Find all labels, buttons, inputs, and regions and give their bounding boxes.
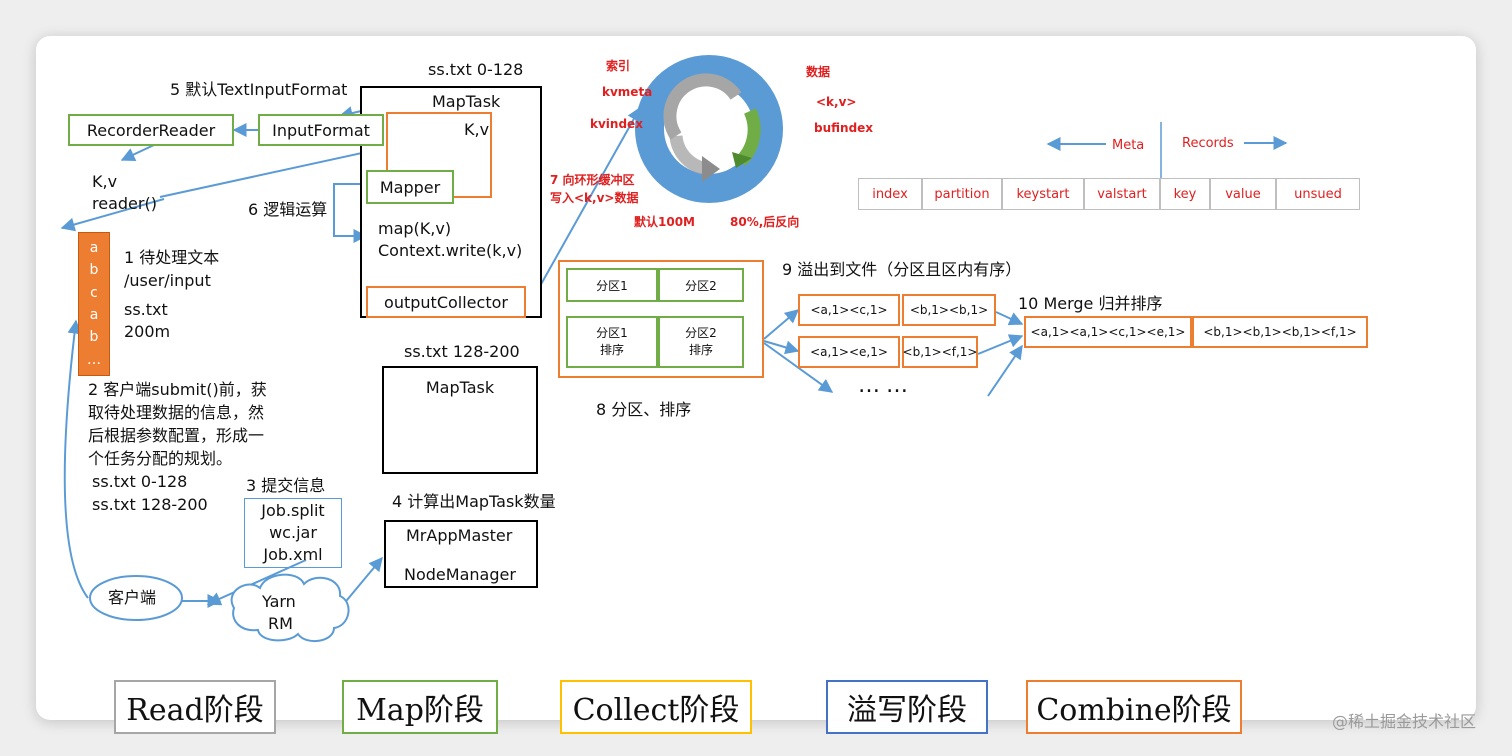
- step4-label: 4 计算出MapTask数量: [392, 492, 556, 511]
- mr-app-master-label: MrAppMaster: [406, 526, 513, 545]
- step1-line2: /user/input: [124, 271, 211, 290]
- more-spills-ellipsis: ……: [858, 373, 914, 398]
- record-cell-key: key: [1160, 178, 1210, 210]
- spill2-partition1: <a,1><e,1>: [798, 336, 900, 368]
- maptask1-title: MapTask: [432, 92, 501, 111]
- partition1-sorted-label: 分区1: [596, 326, 628, 340]
- step1-line4: 200m: [124, 322, 171, 341]
- rm-label: RM: [268, 614, 293, 633]
- map-code-line2: Context.write(k,v): [378, 241, 523, 260]
- split-line1: ss.txt 0-128: [92, 472, 188, 491]
- logic-op-label: 6 逻辑运算: [248, 200, 328, 219]
- ring-buffer: [635, 55, 783, 203]
- ring-kvmeta-label: kvmeta: [602, 85, 653, 99]
- file-char: a: [89, 240, 99, 257]
- connector-layer: [60, 55, 1288, 643]
- job-split-file: Job.split: [261, 501, 325, 520]
- yarn-label: Yarn: [262, 592, 296, 611]
- meta-cell-partition: partition: [922, 178, 1002, 210]
- step2-line4: 个任务分配的规划。: [88, 449, 233, 468]
- step9-label: 9 溢出到文件（分区且区内有序）: [782, 260, 1022, 279]
- maptask1-file-label: ss.txt 0-128: [428, 60, 524, 79]
- partition2-box: 分区2: [658, 268, 744, 302]
- records-label: Records: [1182, 136, 1234, 151]
- step2-line2: 取待处理数据的信息，然: [88, 403, 265, 422]
- partition2-sorted-suffix: 排序: [688, 343, 713, 357]
- reverse-80-label: 80%,后反向: [730, 215, 800, 229]
- partition1-box: 分区1: [566, 268, 658, 302]
- ring-index-label: 索引: [606, 59, 631, 73]
- spill2-partition2: <b,1><f,1>: [902, 336, 978, 368]
- reader-call-label: reader(): [92, 194, 157, 213]
- stage-combine: Combine阶段: [1026, 680, 1242, 734]
- step7-line1: 7 向环形缓冲区: [550, 173, 635, 187]
- split-line2: ss.txt 128-200: [92, 495, 208, 514]
- meta-label: Meta: [1112, 138, 1145, 153]
- step3-label: 3 提交信息: [246, 476, 326, 495]
- meta-cell-keystart: keystart: [1002, 178, 1084, 210]
- ring-kvindex-label: kvindex: [590, 117, 643, 131]
- map-code-line1: map(K,v): [378, 219, 452, 238]
- maptask2-box: MapTask: [382, 366, 538, 474]
- file-char: c: [90, 284, 98, 301]
- watermark: @稀土掘金技术社区: [1332, 712, 1477, 731]
- ring-kv-label: <k,v>: [816, 95, 857, 109]
- recorder-reader-box: RecorderReader: [68, 114, 234, 146]
- output-collector-box: outputCollector: [366, 286, 526, 318]
- maptask2-file-label: ss.txt 128-200: [404, 342, 520, 361]
- yarn-cloud: [230, 573, 350, 643]
- file-char: b: [89, 329, 99, 346]
- step10-label: 10 Merge 归并排序: [1018, 294, 1163, 313]
- record-cell-unsued: unsued: [1276, 178, 1360, 210]
- meta-cell-index: index: [858, 178, 922, 210]
- record-cell-value: value: [1210, 178, 1276, 210]
- meta-records-table: index partition keystart valstart key va…: [858, 178, 1360, 210]
- partition2-sorted-label: 分区2: [685, 326, 717, 340]
- stage-spill: 溢写阶段: [826, 680, 988, 734]
- merged-partition1: <a,1><a,1><c,1><e,1>: [1024, 316, 1192, 348]
- mapper-box: Mapper: [366, 170, 454, 204]
- merged-partition2: <b,1><b,1><b,1><f,1>: [1192, 316, 1368, 348]
- input-file-block: a b c a b …: [78, 232, 110, 376]
- kv-left-label: K,v: [92, 172, 118, 191]
- job-files-box: Job.split wc.jar Job.xml: [244, 498, 342, 568]
- partition1-sorted-suffix: 排序: [599, 343, 624, 357]
- partition1-sorted-box: 分区1 排序: [566, 316, 658, 368]
- step2-line3: 后根据参数配置，形成一: [88, 426, 265, 445]
- step1-line1: 1 待处理文本: [124, 248, 220, 267]
- spill1-partition2: <b,1><b,1>: [902, 294, 996, 326]
- default-100m-label: 默认100M: [634, 215, 695, 229]
- job-xml-file: Job.xml: [263, 545, 323, 564]
- partition2-sorted-box: 分区2 排序: [658, 316, 744, 368]
- client-label: 客户端: [108, 588, 157, 607]
- default-textinputformat-label: 5 默认TextInputFormat: [170, 80, 348, 99]
- input-format-box: InputFormat: [258, 114, 384, 146]
- node-manager-label: NodeManager: [404, 565, 516, 584]
- ring-data-label: 数据: [806, 65, 831, 79]
- stage-map: Map阶段: [342, 680, 498, 734]
- wc-jar-file: wc.jar: [269, 523, 317, 542]
- file-char: a: [89, 307, 99, 324]
- ring-bufindex-label: bufindex: [814, 121, 874, 135]
- file-char: b: [89, 262, 99, 279]
- file-char: …: [87, 351, 101, 368]
- step2-line1: 2 客户端submit()前，获: [88, 380, 267, 399]
- kv-top-label: K,v: [464, 120, 490, 139]
- spill1-partition1: <a,1><c,1>: [798, 294, 900, 326]
- app-master-box: MrAppMaster NodeManager: [384, 520, 538, 588]
- stage-read: Read阶段: [114, 680, 276, 734]
- step7-line2: 写入<k,v>数据: [550, 191, 639, 205]
- stage-collect: Collect阶段: [560, 680, 752, 734]
- diagram-card: ss.txt 0-128 MapTask K,v Mapper map(K,v)…: [36, 36, 1476, 734]
- meta-cell-valstart: valstart: [1084, 178, 1160, 210]
- step1-line3: ss.txt: [124, 300, 168, 319]
- step8-label: 8 分区、排序: [596, 400, 692, 419]
- client-ellipse: [89, 575, 183, 621]
